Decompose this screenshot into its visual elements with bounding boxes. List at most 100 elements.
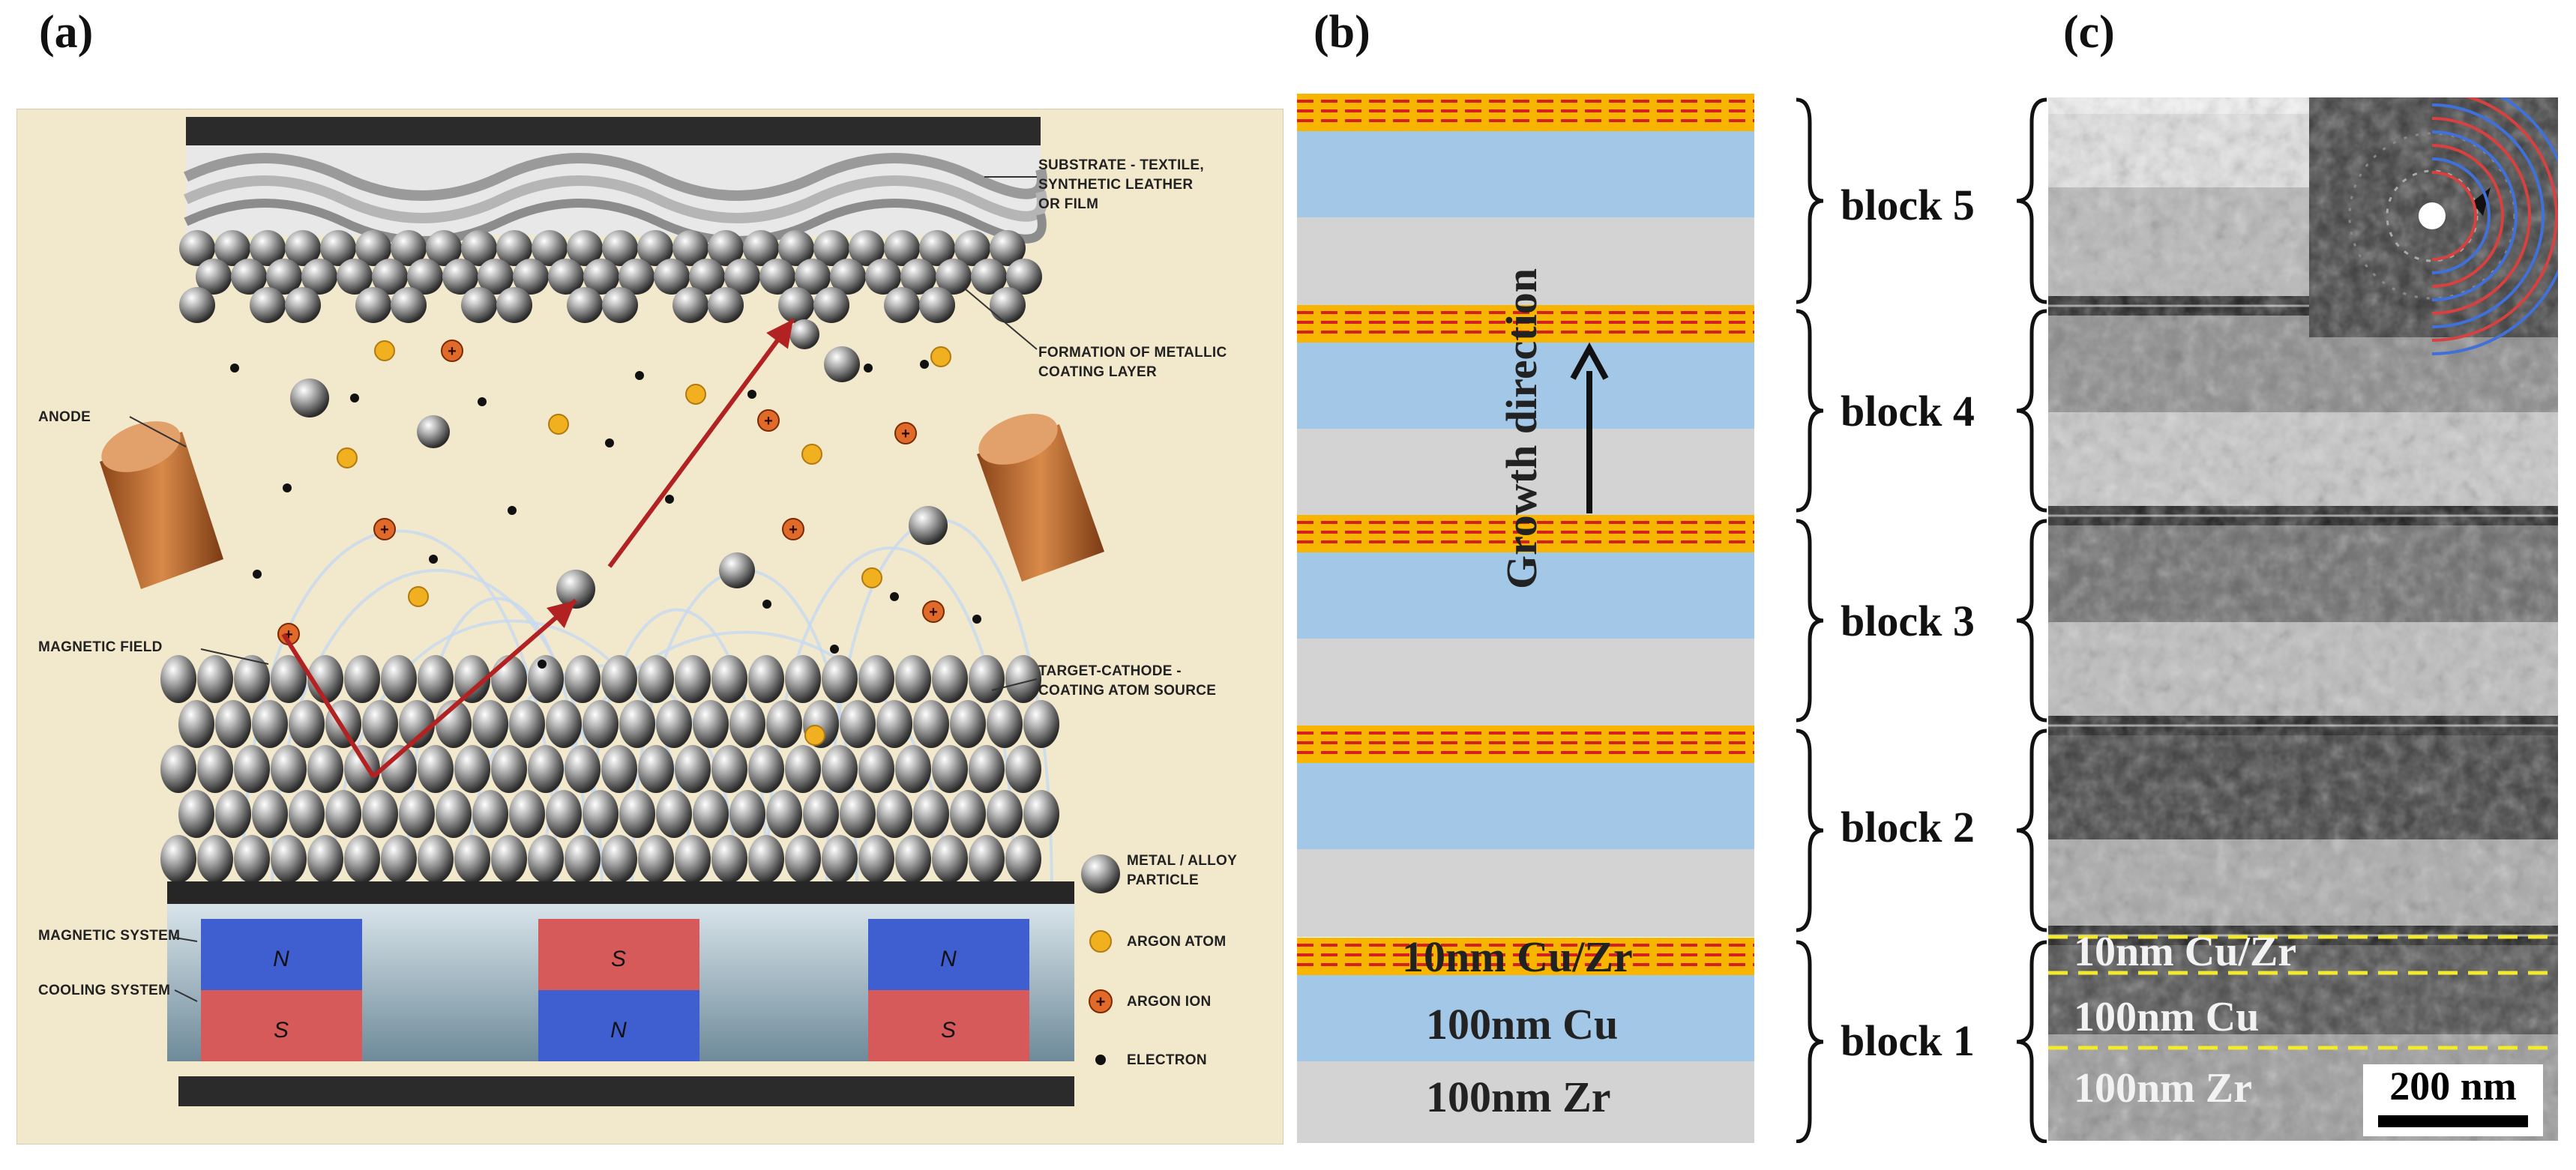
coating-particle — [602, 287, 638, 323]
coating-particle — [672, 230, 708, 266]
argon-atom — [685, 384, 706, 405]
coating-particle — [884, 287, 920, 323]
argon-ion — [782, 518, 804, 540]
target-atom — [454, 835, 490, 883]
ion-plus-sign: + — [764, 413, 773, 429]
target-atom — [1005, 835, 1041, 883]
plasma-particles: +++++++ — [230, 319, 981, 746]
electron — [230, 364, 239, 373]
coating-particle — [954, 230, 990, 266]
saed-inset — [2309, 97, 2558, 355]
target-atom — [160, 745, 196, 793]
target-atom — [344, 655, 380, 703]
substrate-label: SUBSTRATE - TEXTILE, SYNTHETIC LEATHER O… — [1038, 157, 1204, 212]
ion-plus-sign: + — [448, 343, 457, 360]
coating-particle — [1006, 259, 1042, 295]
argon-atom — [861, 567, 882, 588]
legend-argon-ion-label: ARGON ION — [1127, 994, 1212, 1010]
electron — [747, 390, 756, 399]
zr-layer — [1297, 1061, 1754, 1149]
target-atom — [969, 655, 1005, 703]
target-atom — [785, 835, 821, 883]
target-atom — [178, 700, 214, 748]
target-atom — [565, 745, 601, 793]
target-atom — [932, 745, 968, 793]
target-atom — [822, 655, 858, 703]
coating-particle — [813, 287, 849, 323]
target-atom — [418, 745, 454, 793]
tem-brace — [2016, 309, 2047, 513]
coating-particle — [724, 259, 760, 295]
coating-particle — [884, 230, 920, 266]
coating-particle — [619, 259, 654, 295]
target-atom — [160, 655, 196, 703]
target-atom — [307, 655, 343, 703]
zr-layer — [1297, 429, 1754, 516]
magnet-pole-label: N — [273, 947, 289, 971]
target-atom — [491, 835, 527, 883]
label-leaders — [129, 176, 1038, 1002]
coating-particle — [407, 259, 443, 295]
target-atom — [178, 790, 214, 838]
target-atom — [822, 745, 858, 793]
tem-label-cu: 100nm Cu — [2074, 994, 2260, 1040]
argon-atom — [801, 444, 822, 465]
legend-argon-atom-label: ARGON ATOM — [1127, 934, 1227, 950]
magnet-pole-label: N — [610, 1018, 627, 1043]
coating-particle — [567, 287, 603, 323]
coating-particle — [567, 230, 603, 266]
target-atom — [932, 835, 968, 883]
target-atom — [509, 700, 545, 748]
target-atom — [711, 835, 747, 883]
target-atom — [271, 655, 307, 703]
metal-particle-icon — [1081, 854, 1120, 893]
target-atom — [418, 835, 454, 883]
target-cathode-atoms — [160, 655, 1059, 883]
multilayer-schematic: Growth direction 10nm Cu/Zr 100nm Cu 100… — [1297, 94, 1792, 1149]
coating-particle — [813, 230, 849, 266]
multilayer-stack — [1297, 94, 1754, 1149]
target-atom — [528, 655, 564, 703]
target-atom — [693, 790, 729, 838]
coating-particle — [830, 259, 866, 295]
metal-particle — [417, 415, 450, 448]
target-atom — [729, 700, 765, 748]
legend-electron-label: ELECTRON — [1127, 1052, 1207, 1068]
target-atom — [472, 790, 508, 838]
block-brace — [1796, 519, 1824, 723]
magnet-bottom — [868, 990, 1029, 1061]
argon-atom — [408, 586, 429, 607]
argon-atom — [548, 414, 569, 435]
target-atom — [950, 700, 986, 748]
argon-atom — [374, 340, 395, 361]
target-atom — [271, 835, 307, 883]
coating-particle — [672, 287, 708, 323]
target-atom — [840, 700, 876, 748]
saed-ring — [2431, 117, 2531, 315]
metal-particle — [824, 346, 860, 382]
target-atom — [1005, 745, 1041, 793]
target-atom — [711, 655, 747, 703]
electron — [429, 555, 438, 564]
target-atom — [950, 790, 986, 838]
coating-particle — [513, 259, 549, 295]
target-atom — [381, 655, 417, 703]
tem-image — [2048, 97, 2558, 1141]
substrate-plate — [183, 117, 1047, 245]
coating-particle — [355, 287, 391, 323]
target-atom — [271, 745, 307, 793]
target-atom — [528, 745, 564, 793]
magnet-pole-label: N — [940, 947, 957, 971]
coating-particle — [496, 287, 532, 323]
growth-direction-label: Growth direction — [1497, 268, 1546, 590]
magnet-pole-label: S — [274, 1018, 289, 1043]
zr-layer — [1297, 849, 1754, 937]
target-atom — [197, 835, 233, 883]
coating-particle — [285, 287, 321, 323]
target-atom — [656, 700, 692, 748]
tem-brace — [2016, 519, 2047, 723]
target-atom — [785, 655, 821, 703]
coating-particle — [320, 230, 356, 266]
target-atom — [858, 835, 894, 883]
coating-particle — [355, 230, 391, 266]
